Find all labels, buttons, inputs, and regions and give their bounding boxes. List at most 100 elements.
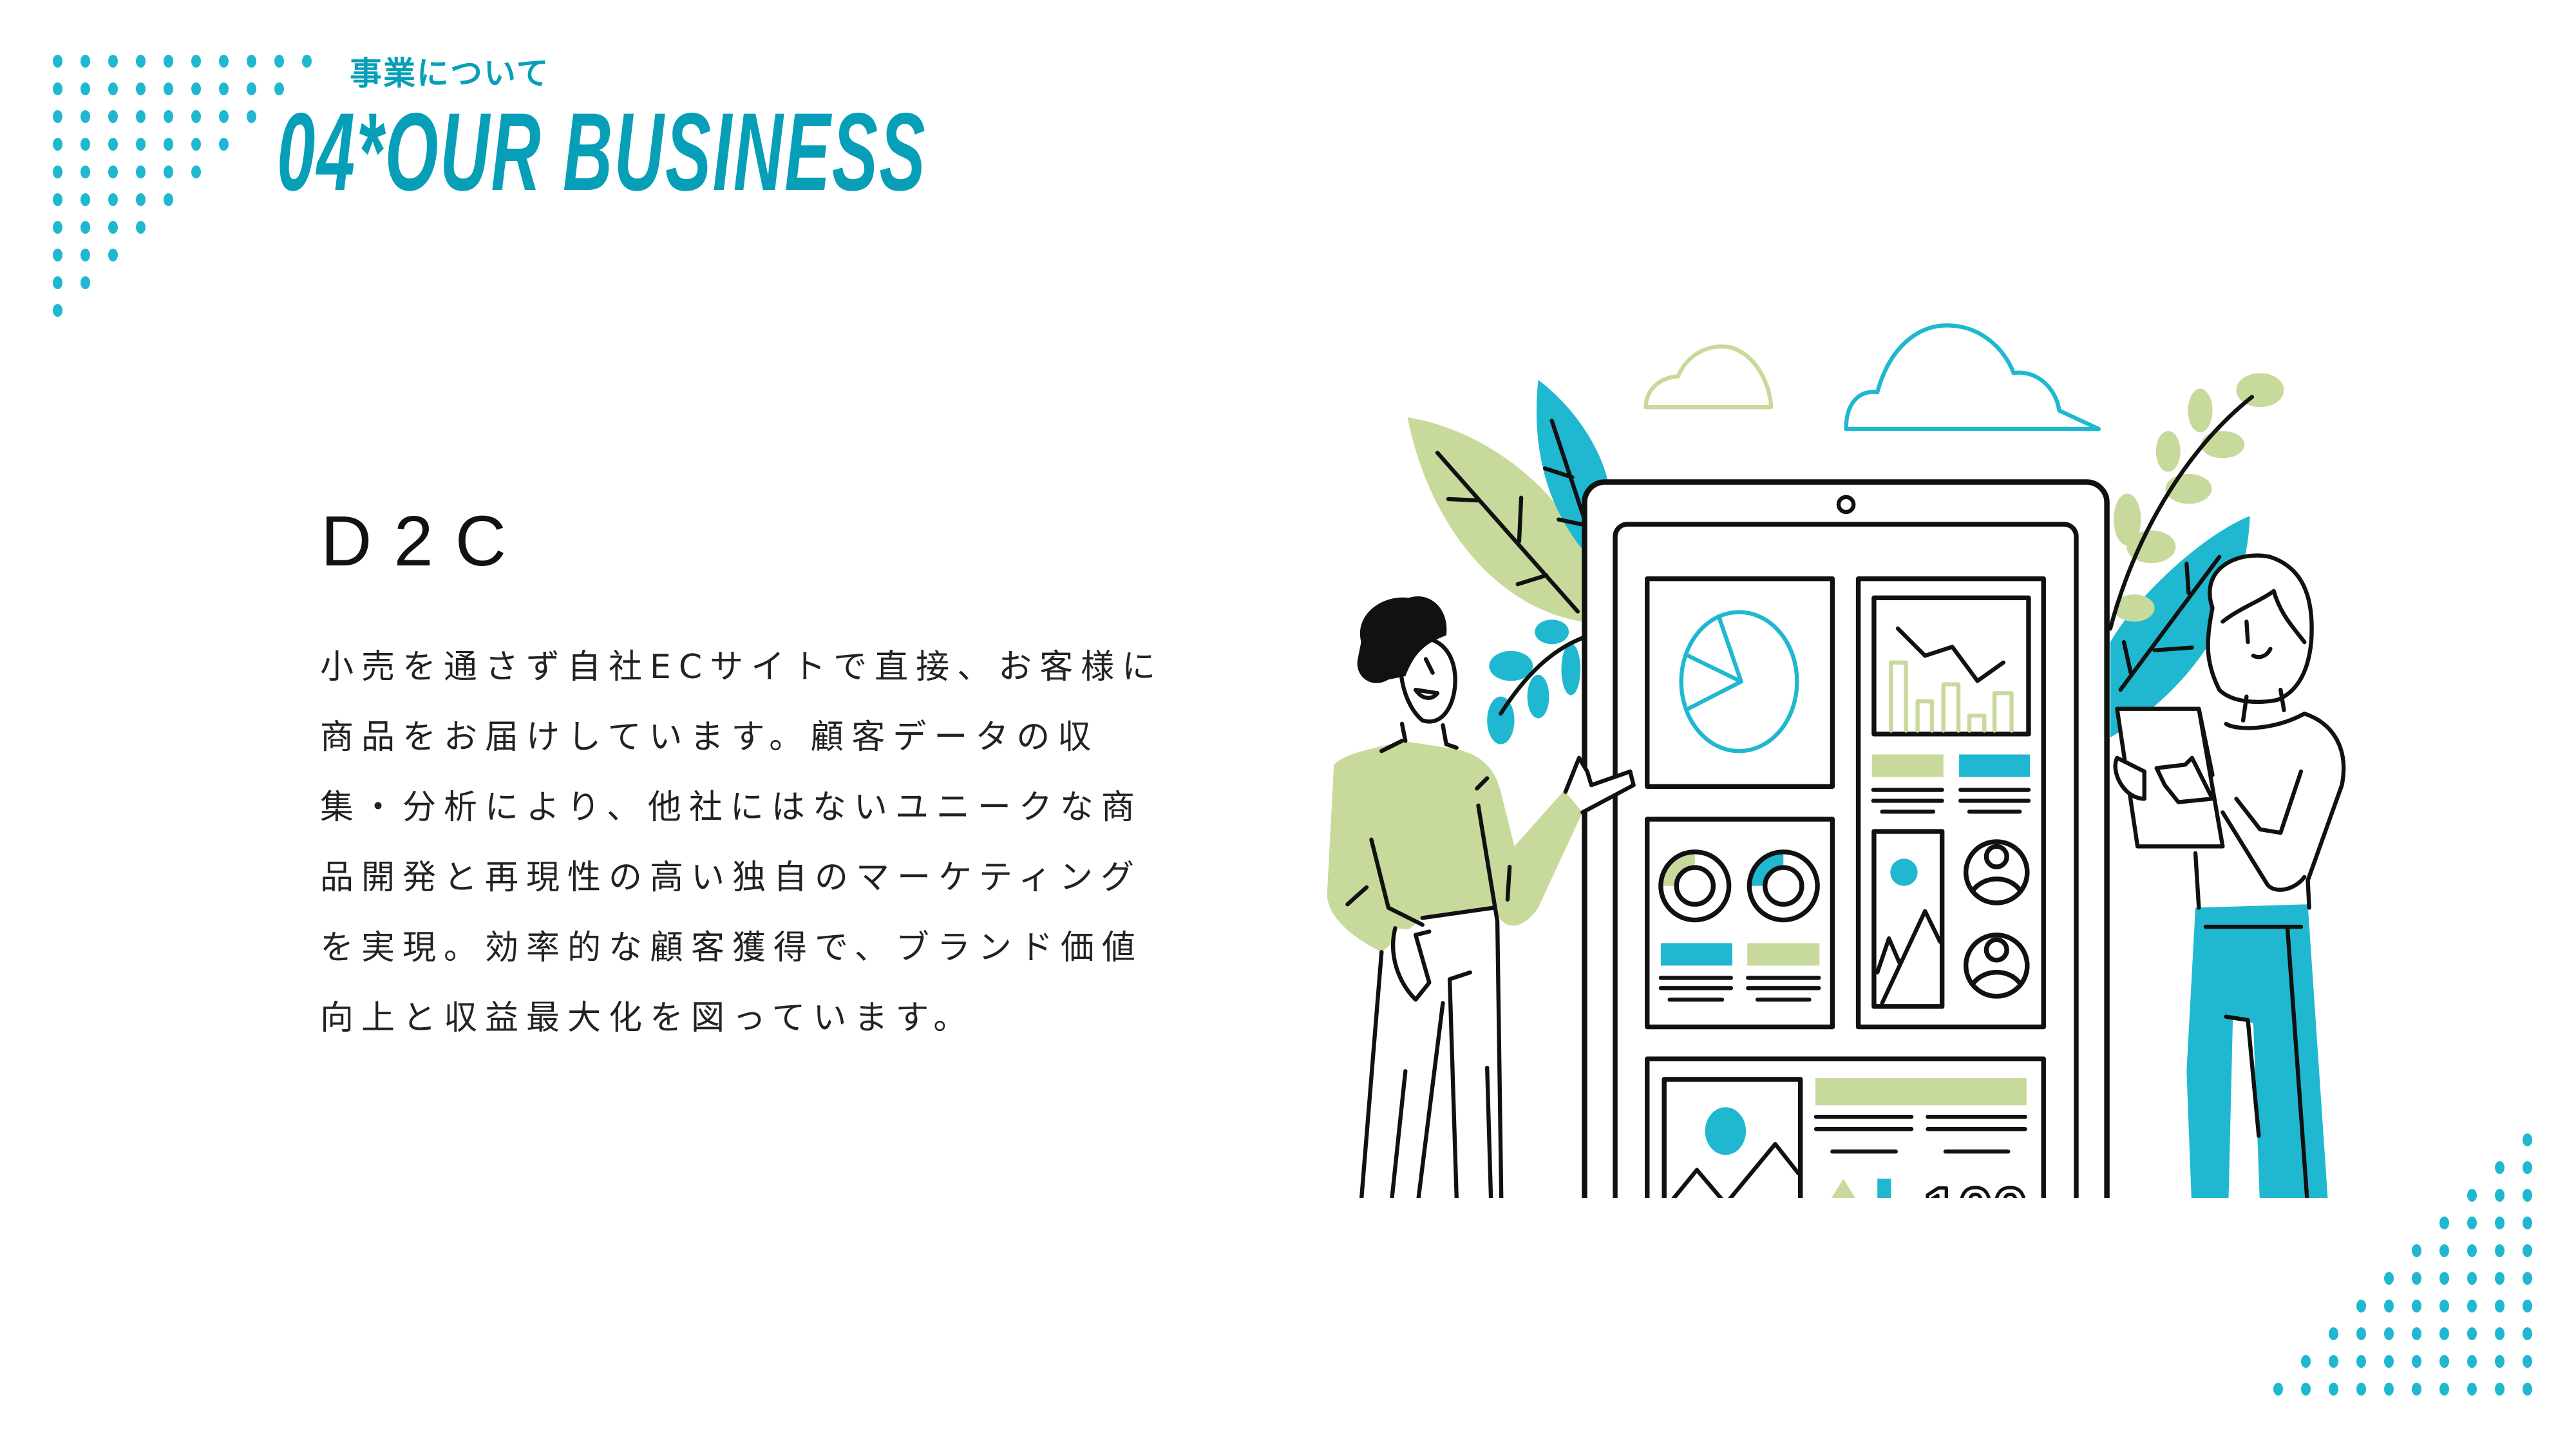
dot — [2439, 1300, 2449, 1312]
dot — [2523, 1327, 2532, 1340]
dot — [136, 55, 146, 68]
description-line: 品開発と再現性の高い独自のマーケティング — [320, 858, 1142, 897]
dot — [2384, 1272, 2394, 1285]
dot — [53, 166, 62, 178]
dot — [2495, 1189, 2505, 1202]
dot — [53, 138, 62, 151]
dot — [2495, 1300, 2505, 1312]
dot — [2467, 1383, 2477, 1396]
dot — [2523, 1133, 2532, 1146]
dot — [80, 82, 90, 95]
dot — [53, 82, 62, 95]
dot — [80, 55, 90, 68]
dot — [164, 55, 173, 68]
dot — [2439, 1383, 2449, 1396]
dot — [2467, 1217, 2477, 1229]
dot — [2356, 1355, 2366, 1368]
dot — [2523, 1244, 2532, 1257]
dot — [136, 221, 146, 234]
dot — [2523, 1272, 2532, 1285]
dot — [2439, 1272, 2449, 1285]
user-avatar-icon — [1963, 933, 2030, 999]
dot — [2356, 1300, 2366, 1312]
dot — [191, 138, 201, 151]
kpi-value: 100 — [1923, 1175, 2027, 1198]
dot — [108, 221, 118, 234]
dot — [136, 110, 146, 123]
dot — [164, 166, 173, 178]
dot — [247, 110, 256, 123]
dot — [108, 193, 118, 206]
dot — [108, 166, 118, 178]
donut-chart-icon — [1747, 849, 1820, 923]
dot — [108, 110, 118, 123]
bar-chart-icon — [1889, 660, 2014, 733]
dot — [136, 138, 146, 151]
dot — [191, 82, 201, 95]
dot — [2467, 1272, 2477, 1285]
line-chart-icon — [1895, 626, 2006, 683]
dot — [53, 221, 62, 234]
camera-icon — [1836, 495, 1856, 515]
dot — [2495, 1217, 2505, 1229]
man-figure — [1327, 596, 1636, 1198]
dot — [2467, 1244, 2477, 1257]
dot — [53, 193, 62, 206]
dot — [2523, 1161, 2532, 1174]
dot — [191, 110, 201, 123]
description-line: 集・分析により、他社にはないユニークな商 — [320, 788, 1142, 827]
cloud-icon — [1643, 344, 1774, 410]
dot — [2523, 1300, 2532, 1312]
dot — [2412, 1383, 2421, 1396]
dot — [2467, 1300, 2477, 1312]
dot — [136, 166, 146, 178]
pie-chart-icon — [1679, 610, 1799, 753]
description-line: 向上と収益最大化を図っています。 — [320, 999, 975, 1037]
dot — [2467, 1355, 2477, 1368]
dot — [53, 276, 62, 289]
dot — [53, 304, 62, 317]
image-icon — [1662, 1077, 1803, 1198]
dot — [219, 82, 229, 95]
dot — [108, 138, 118, 151]
dot — [2384, 1300, 2394, 1312]
dot — [2495, 1355, 2505, 1368]
section-heading: D2C — [321, 502, 529, 581]
dot — [164, 138, 173, 151]
dot — [2439, 1355, 2449, 1368]
dot — [53, 55, 62, 68]
up-arrow-icon — [1831, 1179, 1855, 1198]
dot — [2495, 1161, 2505, 1174]
dot — [80, 193, 90, 206]
dot — [2439, 1327, 2449, 1340]
dot — [2412, 1327, 2421, 1340]
dot — [2523, 1383, 2532, 1396]
dot — [80, 138, 90, 151]
dot — [2301, 1383, 2311, 1396]
image-icon — [1871, 829, 1945, 1009]
dot — [2412, 1300, 2421, 1312]
dot — [2356, 1383, 2366, 1396]
dot — [2329, 1383, 2338, 1396]
dot — [2412, 1272, 2421, 1285]
dot — [80, 276, 90, 289]
description-line: 商品をお届けしています。顧客データの収 — [320, 718, 1099, 757]
page-title: 04*OUR BUSINESS — [277, 90, 927, 214]
dot — [219, 110, 229, 123]
dot — [164, 193, 173, 206]
dot — [2523, 1355, 2532, 1368]
dot — [80, 166, 90, 178]
dot — [2412, 1355, 2421, 1368]
dot — [108, 249, 118, 261]
dot — [164, 82, 173, 95]
dot — [2495, 1272, 2505, 1285]
dot — [2495, 1327, 2505, 1340]
description-line: 小売を通さず自社ECサイトで直接、お客様に — [320, 648, 1164, 687]
dot — [2329, 1327, 2338, 1340]
dot — [191, 166, 201, 178]
dot — [302, 55, 312, 68]
dot — [2301, 1355, 2311, 1368]
dot — [219, 55, 229, 68]
dot — [53, 110, 62, 123]
cloud-icon — [1844, 323, 2101, 431]
